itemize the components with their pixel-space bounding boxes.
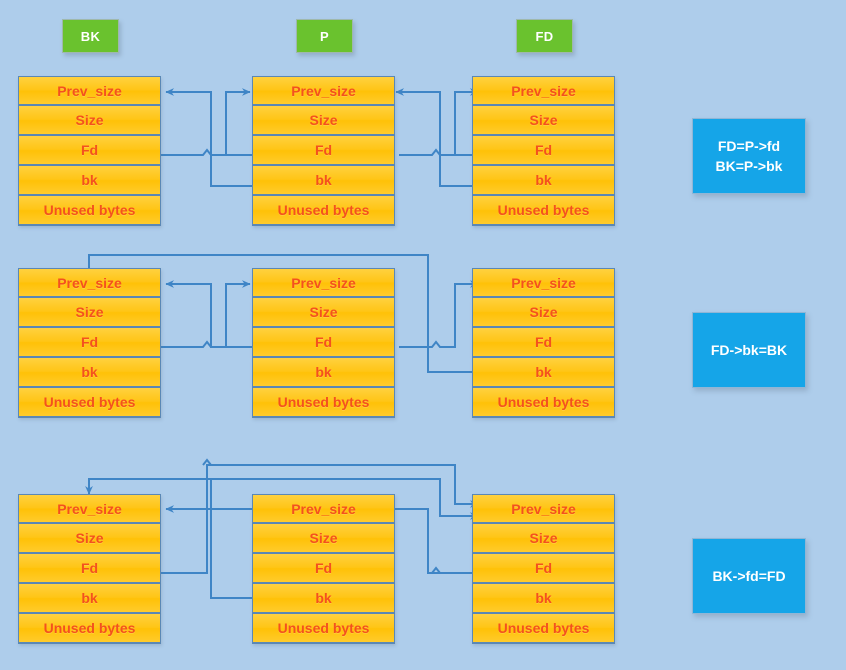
chunk-field-fd: Fd xyxy=(252,554,395,584)
chunk-field-bk: bk xyxy=(18,584,161,614)
chunk-field-unused: Unused bytes xyxy=(472,196,615,226)
chunk-field-fd: Fd xyxy=(472,136,615,166)
chunk-field-prev-size: Prev_size xyxy=(18,76,161,106)
row2-p-fd-to-bk xyxy=(165,280,255,348)
chunk-field-fd: Fd xyxy=(18,328,161,358)
row1-left-bk-link xyxy=(210,155,255,187)
chunk-field-unused: Unused bytes xyxy=(18,196,161,226)
chunk-field-size: Size xyxy=(472,524,615,554)
row2-fd-bk-to-bk xyxy=(85,254,483,373)
chunk-field-fd: Fd xyxy=(252,136,395,166)
chunk-field-unused: Unused bytes xyxy=(472,614,615,644)
chunk-field-prev-size: Prev_size xyxy=(252,494,395,524)
chunk-row3-fd: Prev_size Size Fd bk Unused bytes xyxy=(472,494,615,644)
note-row2: FD->bk=BK xyxy=(692,312,806,388)
note-row1: FD=P->fd BK=P->bk xyxy=(692,118,806,194)
chunk-field-prev-size: Prev_size xyxy=(252,268,395,298)
row1-fd-fd-to-p xyxy=(395,88,483,156)
chunk-field-unused: Unused bytes xyxy=(18,614,161,644)
note-line: FD=P->fd xyxy=(717,137,781,154)
chunk-field-unused: Unused bytes xyxy=(18,388,161,418)
chunk-field-prev-size: Prev_size xyxy=(18,268,161,298)
chunk-field-unused: Unused bytes xyxy=(252,196,395,226)
chunk-field-prev-size: Prev_size xyxy=(472,494,615,524)
chunk-field-size: Size xyxy=(252,298,395,328)
chunk-row1-p: Prev_size Size Fd bk Unused bytes xyxy=(252,76,395,226)
chunk-field-prev-size: Prev_size xyxy=(472,76,615,106)
note-line: FD->bk=BK xyxy=(710,341,788,358)
row2-p-fd-to-fd xyxy=(399,280,479,348)
chunk-field-size: Size xyxy=(18,298,161,328)
row3-long-to-bk-top xyxy=(85,478,440,495)
chunk-field-size: Size xyxy=(18,524,161,554)
row1-bk-fd-to-p xyxy=(161,88,251,156)
row1-right-bk-link xyxy=(439,155,483,187)
chunk-field-fd: Fd xyxy=(18,136,161,166)
chunk-field-bk: bk xyxy=(252,166,395,196)
chunk-field-fd: Fd xyxy=(18,554,161,584)
chunk-field-bk: bk xyxy=(472,358,615,388)
chunk-row1-fd: Prev_size Size Fd bk Unused bytes xyxy=(472,76,615,226)
chunk-field-bk: bk xyxy=(472,584,615,614)
chunk-field-prev-size: Prev_size xyxy=(252,76,395,106)
chunk-field-bk: bk xyxy=(472,166,615,196)
chunk-field-bk: bk xyxy=(252,584,395,614)
chunk-field-fd: Fd xyxy=(472,554,615,584)
chunk-field-unused: Unused bytes xyxy=(472,388,615,418)
pointer-label-text: BK xyxy=(80,28,101,44)
pointer-label-bk: BK xyxy=(62,19,119,53)
chunk-field-fd: Fd xyxy=(472,328,615,358)
note-line: BK=P->bk xyxy=(715,158,783,174)
row1-p-fd-to-bk xyxy=(165,88,255,156)
row3-hop-a xyxy=(202,458,212,466)
pointer-label-text: FD xyxy=(535,28,554,44)
pointer-label-fd: FD xyxy=(516,19,573,53)
chunk-field-prev-size: Prev_size xyxy=(18,494,161,524)
row3-hop-c xyxy=(431,566,441,574)
chunk-field-bk: bk xyxy=(252,358,395,388)
chunk-row2-p: Prev_size Size Fd bk Unused bytes xyxy=(252,268,395,418)
chunk-field-prev-size: Prev_size xyxy=(472,268,615,298)
chunk-field-size: Size xyxy=(18,106,161,136)
chunk-field-unused: Unused bytes xyxy=(252,614,395,644)
chunk-field-bk: bk xyxy=(18,358,161,388)
pointer-label-text: P xyxy=(320,28,329,44)
chunk-row2-fd: Prev_size Size Fd bk Unused bytes xyxy=(472,268,615,418)
chunk-field-unused: Unused bytes xyxy=(252,388,395,418)
row3-bk-fd-to-fd xyxy=(161,464,479,574)
row2-bk-fd-to-p xyxy=(161,280,251,348)
chunk-row2-bk: Prev_size Size Fd bk Unused bytes xyxy=(18,268,161,418)
chunk-field-fd: Fd xyxy=(252,328,395,358)
chunk-field-size: Size xyxy=(472,298,615,328)
chunk-field-size: Size xyxy=(472,106,615,136)
chunk-field-size: Size xyxy=(252,524,395,554)
chunk-field-size: Size xyxy=(252,106,395,136)
note-row3: BK->fd=FD xyxy=(692,538,806,614)
row1-p-fd-to-fd xyxy=(399,88,479,156)
chunk-field-bk: bk xyxy=(18,166,161,196)
note-line: BK->fd=FD xyxy=(712,567,786,584)
pointer-label-p: P xyxy=(296,19,353,53)
chunk-row1-bk: Prev_size Size Fd bk Unused bytes xyxy=(18,76,161,226)
chunk-row3-bk: Prev_size Size Fd bk Unused bytes xyxy=(18,494,161,644)
chunk-row3-p: Prev_size Size Fd bk Unused bytes xyxy=(252,494,395,644)
